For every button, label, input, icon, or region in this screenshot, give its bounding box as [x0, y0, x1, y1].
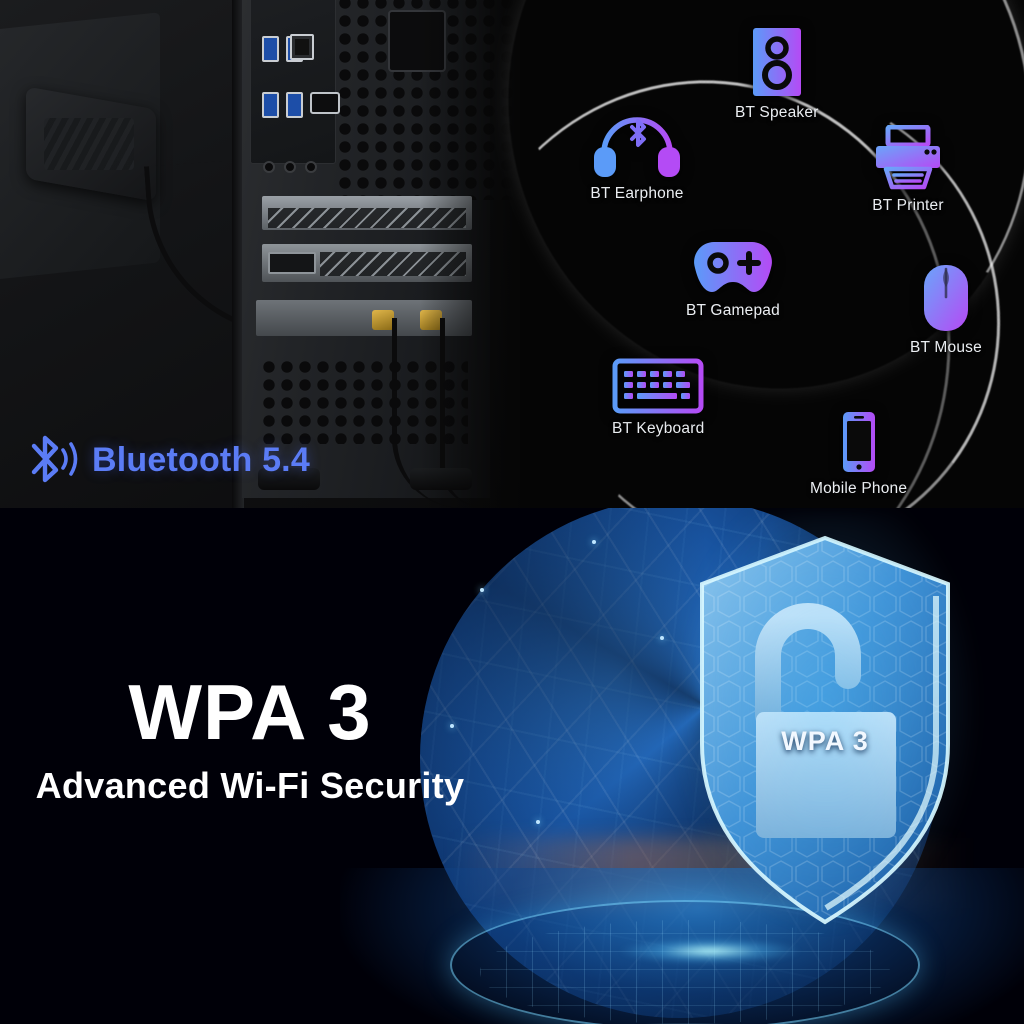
case-edge — [232, 0, 244, 508]
audio-jack — [263, 161, 275, 173]
wpa3-shield: WPA 3 — [666, 512, 986, 942]
device-label: BT Printer — [872, 197, 944, 214]
device-speaker[interactable]: BT Speaker — [735, 26, 819, 122]
shield-badge-label: WPA 3 — [781, 726, 869, 756]
device-label: BT Speaker — [735, 104, 819, 121]
speaker-icon — [752, 28, 801, 96]
device-label: BT Keyboard — [612, 420, 705, 437]
device-earphone[interactable]: BT Earphone — [588, 117, 686, 203]
desktop-pc-rear-io-photo — [0, 0, 520, 508]
headphones-icon — [594, 117, 680, 177]
network-node — [450, 724, 454, 728]
wpa3-subtitle: Advanced Wi-Fi Security — [35, 765, 465, 806]
device-label: BT Mouse — [910, 339, 982, 356]
bluetooth-feature-panel: Bluetooth 5.4 — [0, 0, 1024, 508]
bluetooth-device-constellation: BT Speaker BT Earphone — [414, 0, 1024, 508]
wpa3-title: WPA 3 — [128, 668, 372, 756]
network-node — [592, 540, 596, 544]
dvi-port — [268, 252, 316, 274]
device-printer[interactable]: BT Printer — [872, 125, 944, 215]
network-node — [480, 588, 484, 592]
gamepad-icon — [694, 242, 772, 292]
wpa3-feature-panel: WPA 3 WPA 3 Advanced Wi-Fi Security — [0, 508, 1024, 1024]
printer-icon — [876, 125, 940, 190]
unlocked-padlock-shield-icon — [700, 535, 950, 925]
network-globe-graphic: WPA 3 — [330, 508, 1024, 1024]
shield-glow — [666, 512, 986, 942]
usb-port — [262, 92, 279, 118]
usb-port — [286, 92, 303, 118]
photo-fade-overlay — [420, 0, 520, 508]
usb-port — [262, 36, 279, 62]
audio-jack — [284, 161, 296, 173]
device-label: BT Gamepad — [686, 302, 780, 319]
device-label: Mobile Phone — [810, 480, 908, 497]
ground-grid — [480, 920, 890, 1024]
device-gamepad[interactable]: BT Gamepad — [686, 238, 780, 320]
wpa3-headline-block: WPA 3 Advanced Wi-Fi Security — [0, 673, 500, 807]
center-light-flare — [620, 938, 800, 964]
stand-vent-ridges — [44, 118, 134, 170]
network-node — [660, 636, 664, 640]
keyboard-icon — [612, 358, 704, 414]
mouse-icon — [923, 265, 968, 331]
ground-ring — [450, 900, 920, 1024]
network-node — [536, 820, 540, 824]
bluetooth-brand-lockup: Bluetooth 5.4 — [22, 428, 310, 492]
device-keyboard[interactable]: BT Keyboard — [612, 358, 704, 438]
device-mouse[interactable]: BT Mouse — [910, 263, 982, 357]
case-foot — [258, 468, 320, 490]
motherboard-io-shield — [250, 0, 336, 164]
ethernet-port — [290, 34, 314, 60]
sma-antenna-connector — [372, 310, 394, 330]
hdmi-port — [310, 92, 340, 114]
bluetooth-version-label: Bluetooth 5.4 — [92, 440, 310, 479]
bluetooth-icon — [22, 428, 82, 492]
audio-jack — [305, 161, 317, 173]
device-mobile-phone[interactable]: Mobile Phone — [810, 410, 907, 498]
device-label: BT Earphone — [590, 185, 684, 202]
bracket-ventilation — [268, 208, 466, 228]
mobile-phone-icon — [842, 412, 875, 472]
